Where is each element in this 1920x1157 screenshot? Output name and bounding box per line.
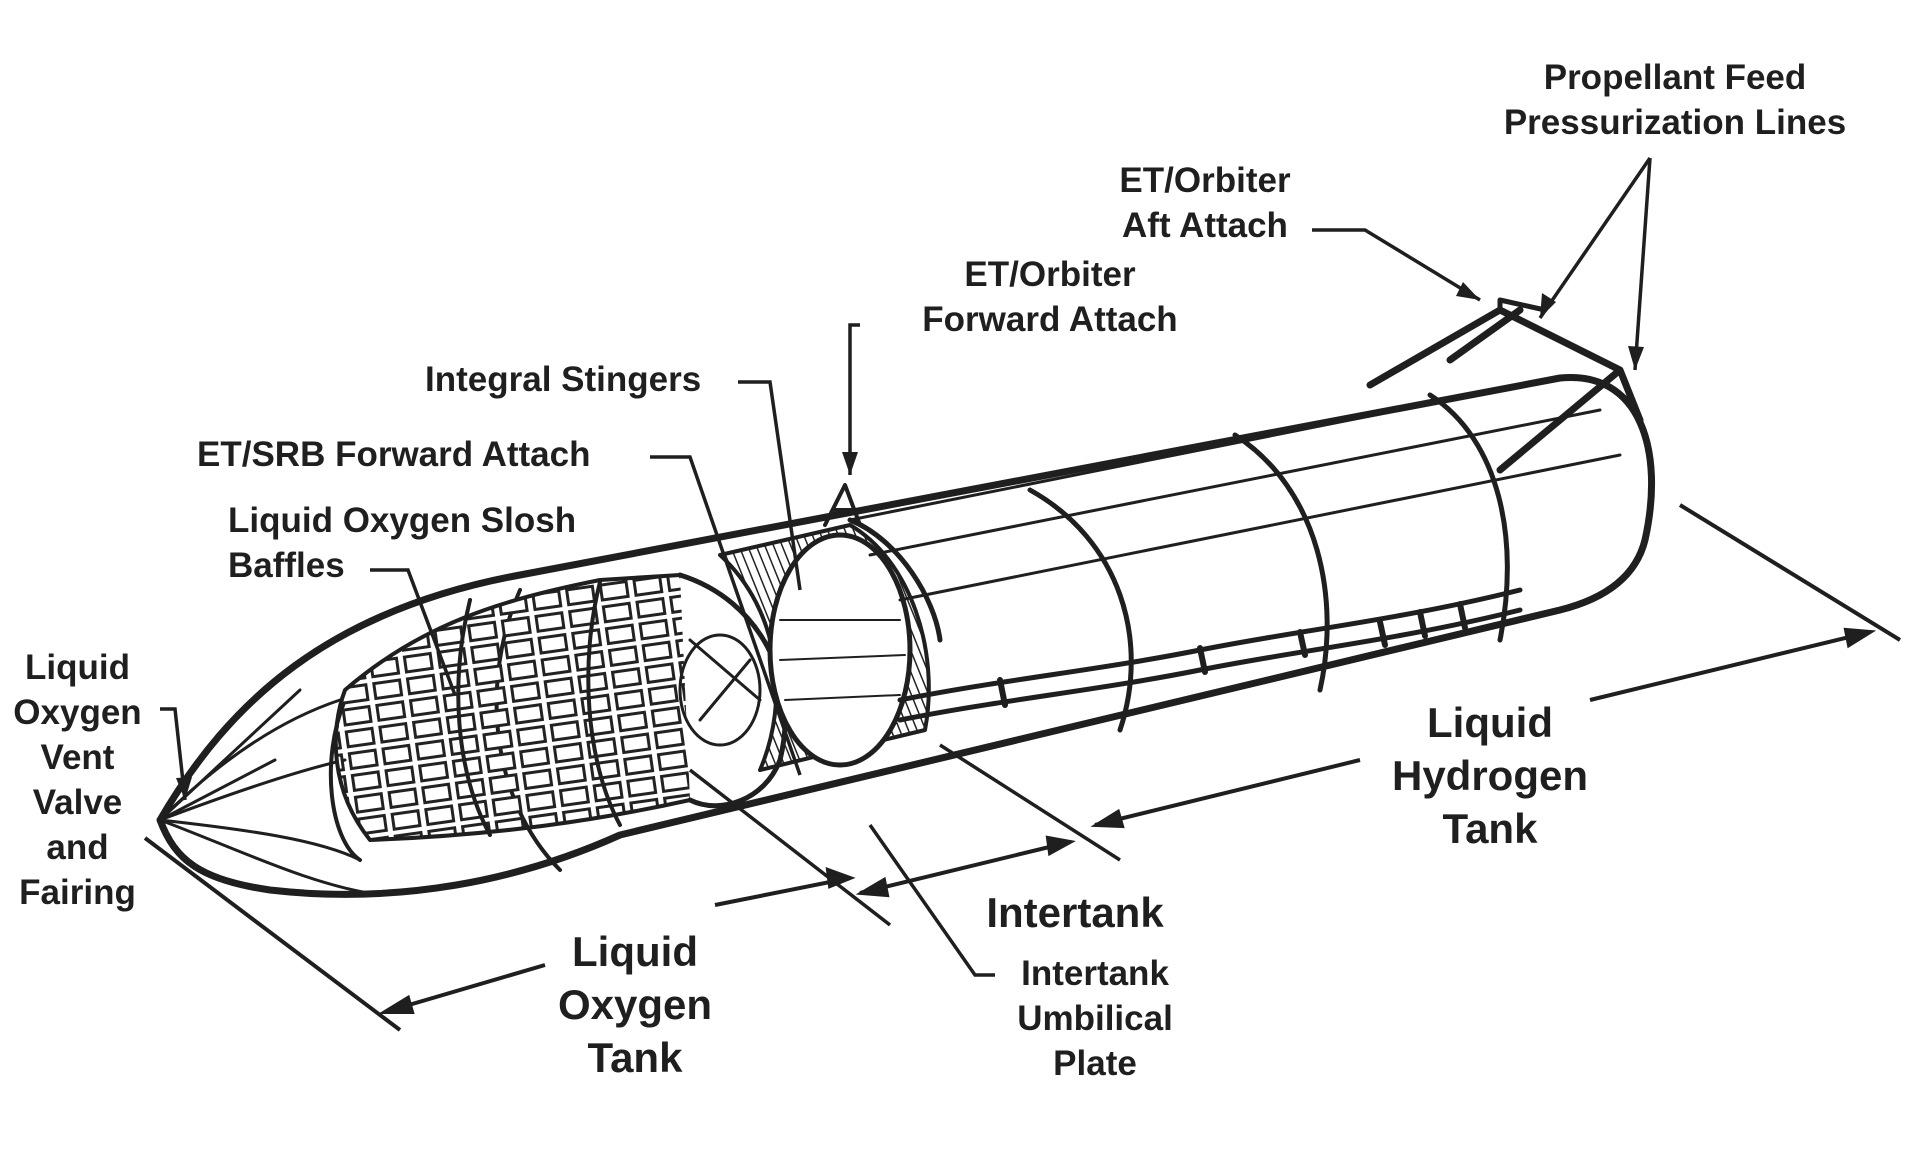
label-integral-stingers: Integral Stingers [425,360,702,399]
forward-attach-fitting [823,483,862,527]
label-propellant-feed-pressurization-lines: Propellant Feed Pressurization Lines [1503,58,1847,142]
lh2-ring-2 [1232,432,1330,693]
label-intertank: Intertank [986,889,1164,936]
lh2-ring-3 [1427,392,1510,643]
leader-arrowheads [176,282,1644,800]
lh2-forward-dome [767,532,913,768]
label-et-orbiter-aft-attach: ET/Orbiter Aft Attach [1119,161,1291,245]
label-et-srb-forward-attach: ET/SRB Forward Attach [197,435,591,474]
label-liquid-oxygen-tank: Liquid Oxygen Tank [557,928,713,1081]
label-et-orbiter-forward-attach: ET/Orbiter Forward Attach [922,255,1178,339]
tank-body [156,297,1656,898]
leader-lines [160,157,1652,977]
label-lox-vent-valve-and-fairing: Liquid Oxygen Vent Valve and Fairing [13,648,142,912]
lh2-ring-1 [1027,487,1134,733]
label-lox-slosh-baffles: Liquid Oxygen Slosh Baffles [228,501,577,585]
dimension-lines [143,503,1902,1032]
label-intertank-umbilical-plate: Intertank Umbilical Plate [1017,954,1173,1083]
label-liquid-hydrogen-tank: Liquid Hydrogen Tank [1391,699,1588,852]
